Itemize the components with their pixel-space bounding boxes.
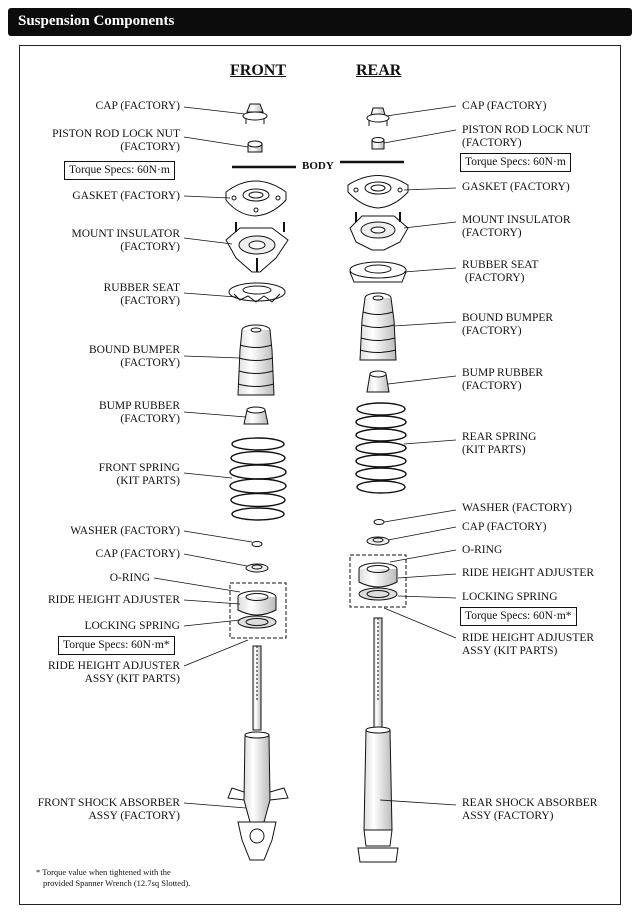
- front-bump-rubber-label: BUMP RUBBER(FACTORY): [98, 400, 180, 425]
- rear-adjuster-box: [349, 554, 407, 608]
- diagram-frame: [19, 45, 621, 905]
- rear-rubber-seat-label: RUBBER SEAT (FACTORY): [462, 259, 539, 284]
- rear-lock-nut: [371, 137, 385, 150]
- front-lock-nut: [247, 140, 263, 153]
- rear-cap: [366, 107, 390, 126]
- rear-gasket: [347, 175, 409, 209]
- rear-spring: [355, 402, 407, 494]
- front-spring-label: FRONT SPRING(KIT PARTS): [98, 462, 180, 487]
- front-cap-low-label: CAP (FACTORY): [95, 548, 180, 560]
- rear-locking-spring-label: LOCKING SPRING: [462, 591, 558, 603]
- rear-bound-bumper: [359, 292, 397, 361]
- rear-leaders: [379, 105, 457, 806]
- rear-torque-spec-top: Torque Specs: 60N·m: [460, 153, 571, 172]
- body-label: BODY: [302, 160, 334, 172]
- rear-cap-label: CAP (FACTORY): [462, 100, 547, 112]
- rear-shock-absorber: [357, 617, 399, 863]
- rear-bump-rubber: [366, 370, 390, 393]
- rear-bound-bumper-label: BOUND BUMPER(FACTORY): [462, 312, 554, 337]
- front-spring: [229, 437, 287, 521]
- front-mount-label: MOUNT INSULATOR(FACTORY): [71, 228, 180, 253]
- rear-ride-height-adjuster: [358, 562, 398, 601]
- heading-front: FRONT: [230, 62, 286, 79]
- front-leaders: [153, 106, 253, 809]
- rear-washer-label: WASHER (FACTORY): [462, 502, 572, 514]
- title-bar: Suspension Components: [8, 8, 632, 36]
- rear-spring-label: REAR SPRING(KIT PARTS): [462, 431, 537, 456]
- front-bump-rubber: [243, 406, 269, 425]
- rear-mount-insulator: [349, 212, 409, 251]
- front-cap: [242, 103, 268, 124]
- front-torque-spec-top: Torque Specs: 60N·m: [64, 161, 175, 180]
- front-washer: [251, 541, 263, 547]
- rear-washer: [373, 519, 385, 525]
- rear-rubber-seat: [349, 261, 407, 283]
- front-cap-label: CAP (FACTORY): [95, 100, 180, 112]
- front-locking-spring-label: LOCKING SPRING: [84, 620, 180, 632]
- rear-bump-rubber-label: BUMP RUBBER(FACTORY): [462, 367, 544, 392]
- page-title: Suspension Components: [18, 13, 175, 29]
- front-adjuster-box: [229, 582, 287, 639]
- front-rubber-seat-label: RUBBER SEAT(FACTORY): [103, 282, 180, 307]
- front-shock-absorber: [227, 645, 289, 861]
- rear-cap-low: [366, 536, 390, 546]
- rear-oring-label: O-RING: [462, 544, 503, 556]
- front-bound-bumper-label: BOUND BUMPER(FACTORY): [88, 344, 180, 369]
- rear-lock-nut-label: PISTON ROD LOCK NUT(FACTORY): [462, 124, 590, 149]
- front-torque-spec-low: Torque Specs: 60N·m*: [58, 636, 175, 655]
- front-cap-low: [245, 563, 269, 573]
- front-ride-height-adjuster: [237, 590, 277, 629]
- rear-ride-adjuster-label: RIDE HEIGHT ADJUSTER: [462, 567, 595, 579]
- front-bound-bumper: [237, 324, 275, 396]
- front-mount-insulator: [225, 222, 289, 273]
- front-ride-adjuster-label: RIDE HEIGHT ADJUSTER: [47, 594, 180, 606]
- front-gasket-label: GASKET (FACTORY): [72, 190, 180, 202]
- heading-rear: REAR: [356, 62, 402, 79]
- front-lock-nut-label: PISTON ROD LOCK NUT(FACTORY): [52, 128, 180, 153]
- front-rubber-seat: [228, 282, 286, 303]
- rear-torque-spec-low: Torque Specs: 60N·m*: [460, 607, 577, 626]
- front-washer-label: WASHER (FACTORY): [70, 525, 180, 537]
- front-gasket: [225, 180, 287, 217]
- torque-footnote: * Torque value when tightened with the p…: [36, 867, 191, 888]
- rear-cap-low-label: CAP (FACTORY): [462, 521, 547, 533]
- rear-mount-label: MOUNT INSULATOR(FACTORY): [462, 214, 571, 239]
- front-oring-label: O-RING: [109, 572, 150, 584]
- rear-gasket-label: GASKET (FACTORY): [462, 181, 570, 193]
